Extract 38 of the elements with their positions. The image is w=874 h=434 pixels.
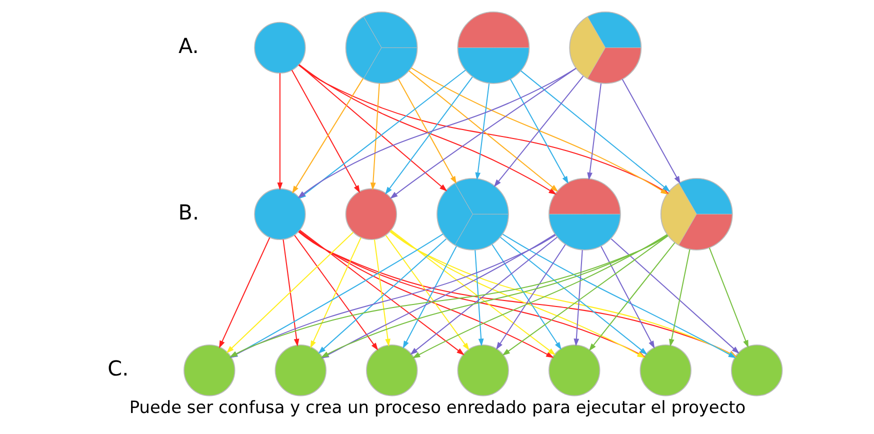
arrow [474, 250, 484, 346]
arrow [573, 250, 582, 346]
arrow [398, 78, 456, 184]
arrow [370, 84, 380, 190]
arrow [318, 238, 446, 354]
caption: Puede ser confusa y crea un proceso enredado para ejecutar el proyecto [128, 397, 746, 418]
arrow [586, 83, 602, 180]
arrow [474, 83, 490, 180]
arrow [294, 234, 378, 350]
arrow [282, 240, 299, 347]
arrow [384, 76, 472, 195]
label: B. [178, 200, 199, 224]
label: C. [107, 356, 128, 381]
arrow [500, 236, 647, 355]
arrow [509, 78, 568, 184]
arrow [493, 76, 584, 188]
arrow [708, 248, 748, 348]
arrow [408, 70, 558, 192]
arrow [226, 232, 354, 354]
arrow [218, 237, 270, 348]
arrow [373, 240, 390, 347]
arrow [310, 237, 361, 348]
arrow [276, 73, 282, 190]
arrow [502, 236, 668, 356]
arrow [668, 249, 690, 347]
arrow [402, 246, 456, 349]
arrow [410, 236, 557, 355]
arrow [610, 238, 739, 354]
arrow [588, 242, 675, 352]
arrow [390, 230, 556, 356]
arrow [384, 234, 469, 350]
arrow [298, 230, 464, 356]
node-circle [254, 22, 306, 74]
arrow [600, 246, 654, 349]
label: A. [178, 34, 198, 58]
arrow [520, 70, 670, 192]
arrow [390, 68, 576, 199]
arrow [621, 78, 680, 184]
